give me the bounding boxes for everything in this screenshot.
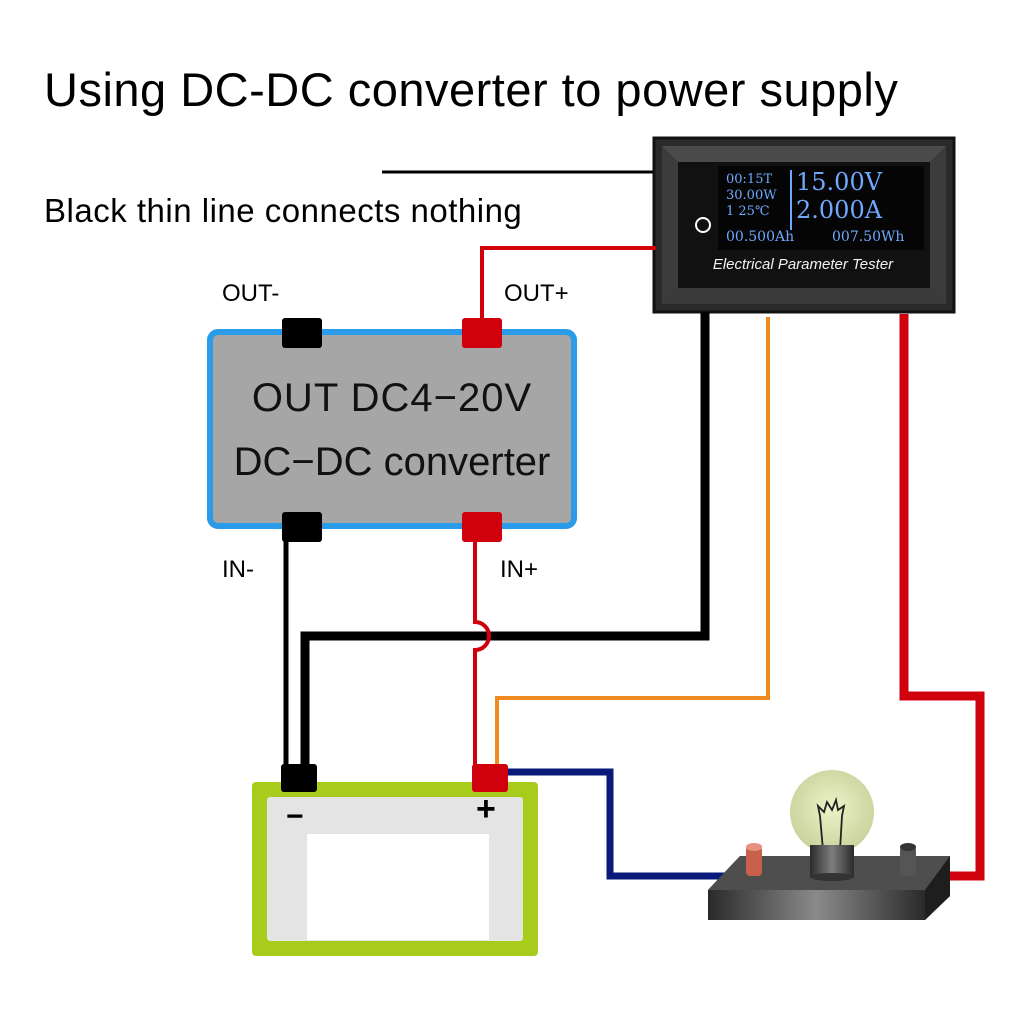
converter-output-range: OUT DC4−20V	[251, 376, 533, 420]
wires	[283, 246, 985, 881]
wire-red-lamp	[899, 314, 985, 881]
terminal-in-plus	[462, 512, 502, 542]
lamp-terminal-right	[900, 846, 916, 876]
wire-navy-lamp	[508, 768, 752, 880]
label-out-plus: OUT+	[504, 280, 569, 307]
lcd-current: 2.000A	[796, 196, 883, 224]
wire-red-out-plus	[480, 246, 656, 320]
battery-plus-icon: +	[476, 790, 496, 828]
terminal-out-plus	[462, 318, 502, 348]
label-out-minus: OUT-	[222, 280, 280, 307]
wire-black-tester	[300, 312, 710, 770]
battery	[252, 764, 538, 956]
lcd-readout: 00:15T 30.00W 1 25℃ 15.00V 2.000A 00.500…	[720, 168, 922, 248]
bulb-icon	[790, 770, 874, 854]
battery-terminal-minus	[281, 764, 317, 792]
lcd-capacity: 00.500Ah	[726, 229, 795, 245]
lamp-terminal-left	[746, 846, 762, 876]
lcd-voltage: 15.00V	[796, 168, 883, 196]
dc-dc-converter	[207, 318, 577, 542]
electrical-parameter-tester	[652, 136, 956, 314]
lcd-time: 00:15T	[726, 172, 773, 187]
converter-name: DC−DC converter	[233, 440, 551, 484]
tester-label: Electrical Parameter Tester	[712, 256, 894, 273]
tester-button-icon[interactable]	[695, 217, 711, 233]
battery-terminal-plus	[472, 764, 508, 792]
diagram-title: Using DC-DC converter to power supply	[44, 63, 899, 116]
lcd-group-temp: 1 25℃	[726, 204, 770, 219]
terminal-in-minus	[282, 512, 322, 542]
wire-red-in-plus	[473, 540, 491, 770]
wire-orange-sense	[495, 317, 770, 770]
label-in-plus: IN+	[500, 556, 539, 583]
note-text: Black thin line connects nothing	[44, 192, 523, 229]
light-bulb-load	[708, 770, 950, 920]
label-in-minus: IN-	[222, 556, 254, 583]
lcd-energy: 007.50Wh	[832, 229, 905, 245]
terminal-out-minus	[282, 318, 322, 348]
battery-minus-icon: −	[286, 800, 304, 833]
lcd-screen	[718, 166, 924, 250]
lcd-power: 30.00W	[726, 188, 777, 203]
